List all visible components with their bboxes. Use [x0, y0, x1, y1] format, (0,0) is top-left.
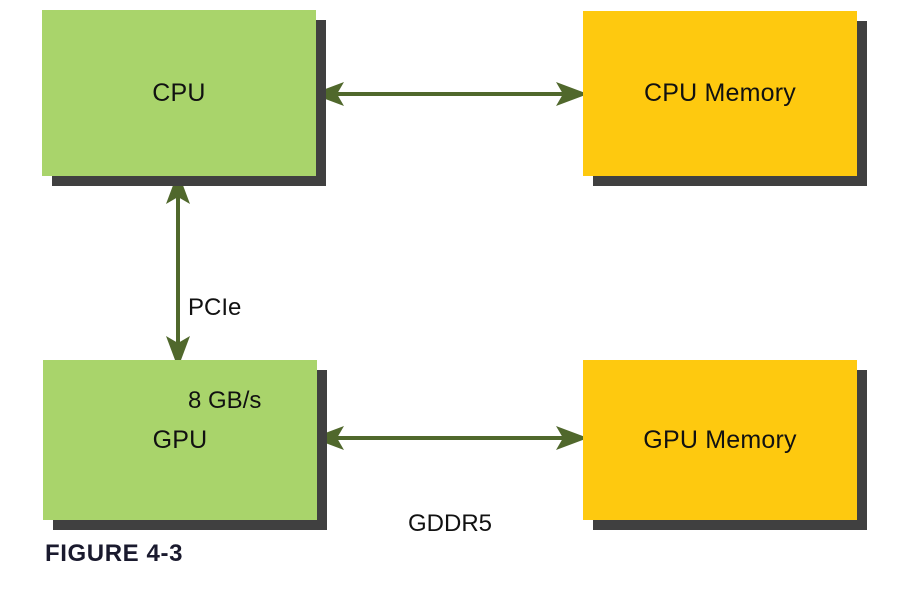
arrowhead-right-icon	[556, 426, 588, 450]
arrowhead-left-icon	[312, 82, 344, 106]
arrowhead-up-icon	[166, 172, 190, 204]
connector-label-gddr5: GDDR5 144 GB/s	[310, 448, 590, 592]
arrowhead-right-icon	[556, 82, 588, 106]
connector-label-pcie-bandwidth: 8 GB/s	[188, 386, 262, 414]
arrowhead-left-icon	[312, 426, 344, 450]
connector-label-gddr5-bus: GDDR5	[407, 510, 492, 538]
node-cpu-memory[interactable]: CPU Memory	[583, 11, 867, 186]
connector-label-pcie: PCIe 8 GB/s	[188, 232, 261, 478]
connector-gpu-to-gpu-memory-arrow	[312, 426, 588, 450]
node-gpu-memory[interactable]: GPU Memory	[583, 360, 867, 530]
node-gpu-memory-face	[583, 360, 857, 520]
connector-label-pcie-bus: PCIe	[188, 294, 242, 322]
node-cpu[interactable]: CPU	[42, 10, 326, 186]
arrowhead-down-icon	[166, 336, 190, 368]
connector-cpu-to-cpu-memory-arrow	[312, 82, 588, 106]
node-cpu-face	[42, 10, 316, 176]
figure-caption: FIGURE 4-3	[45, 540, 184, 567]
connector-cpu-to-gpu-arrow	[166, 172, 190, 368]
node-gpu[interactable]: GPU	[43, 360, 327, 530]
node-gpu-face	[43, 360, 317, 520]
node-cpu-memory-face	[583, 11, 857, 176]
